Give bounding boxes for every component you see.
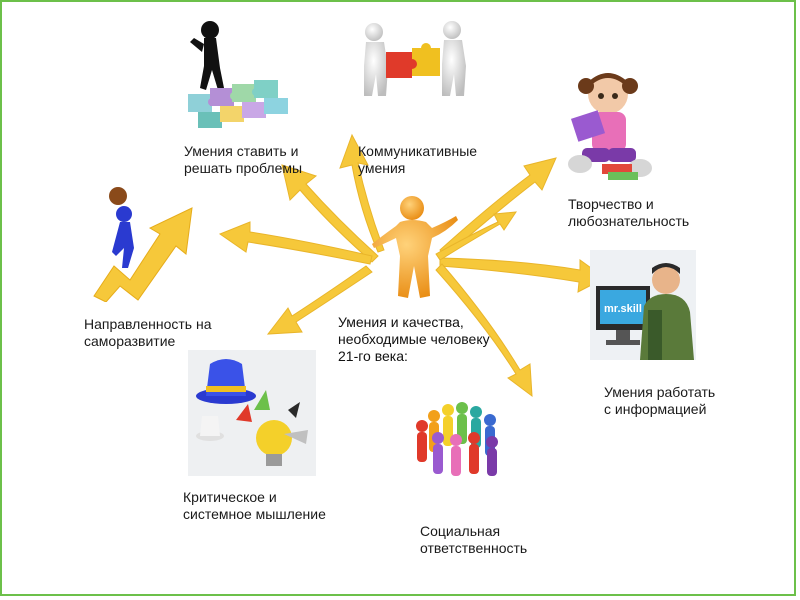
communication-label: Коммуникативные умения [358,143,478,176]
arrow-communication [339,133,385,253]
arrow-critical [266,265,373,335]
arrow-creativity [439,157,557,257]
orange-person-figure [372,196,458,298]
climbing-arrow-icon [93,187,193,302]
puzzle-handshake-icon [364,21,466,96]
arrow-social [435,263,533,398]
center-label: Умения и качества, необходимые человеку … [338,314,490,364]
problems-label: Умения ставить и решать проблемы [184,143,303,176]
information-label: Умения работать с информацией [604,384,716,417]
puzzle-thinker-icon [188,21,288,128]
screen-brand: mr.skill [604,303,642,315]
arrow-information [439,257,606,293]
social-label: Социальная ответственность [420,523,528,556]
creativity-label: Творчество и любознательность [568,196,690,229]
hat-lightbulb-icon [188,350,316,476]
computer-user-icon: mr.skill [590,250,696,360]
reading-girl-icon [568,73,652,180]
critical-label: Критическое и системное мышление [183,489,326,522]
arrow-selfdev [218,221,373,265]
people-circle-icon [416,402,498,476]
arrow-problems [281,164,379,263]
arrow-extra [435,211,517,261]
selfdev-label: Направленность на саморазвитие [84,316,212,349]
